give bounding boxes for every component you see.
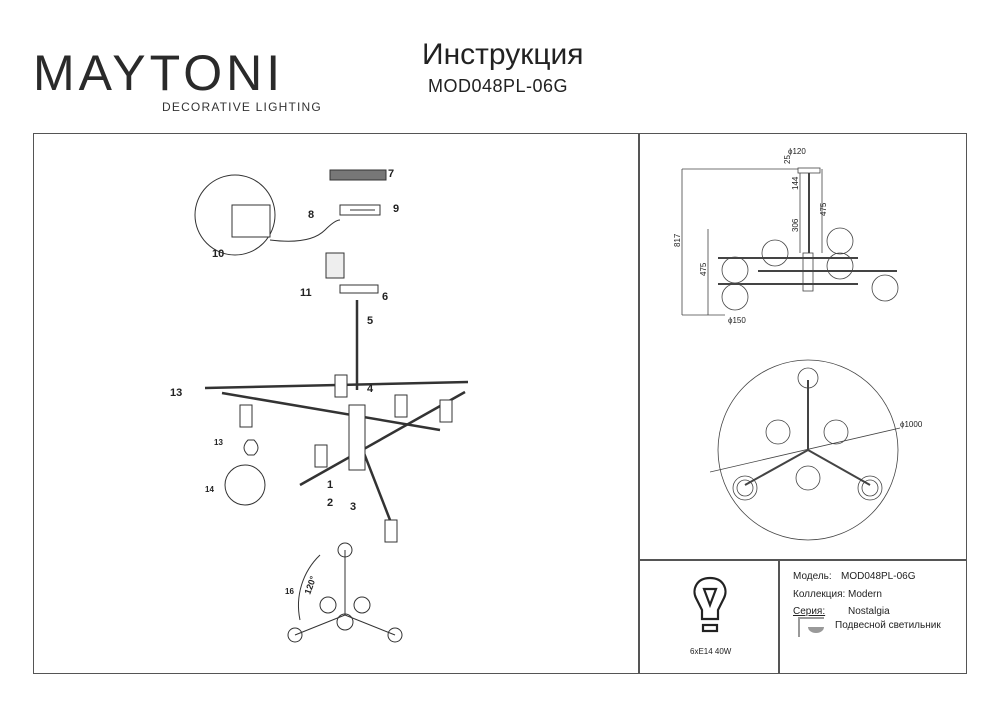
bracket-icon [339,204,381,216]
dim-canopy-height: 25 [783,155,792,164]
side-view-drawing: ϕ120 25 144 306 475 817 475 ϕ150 [673,147,899,325]
collection-value: Modern [848,589,882,600]
divider-vertical [638,133,640,674]
collection-label: Коллекция: [793,589,846,600]
step-label: 8 [308,209,314,221]
divider-info [778,559,780,674]
glass-shade-icon [224,464,266,506]
step-label: 5 [367,315,373,327]
series-label: Серия: [793,606,826,617]
model-value: MOD048PL-06G [841,571,916,582]
pendant-lamp-icon [798,617,824,637]
step-label: 14 [205,485,214,494]
bulb-icon [243,439,259,456]
step-label: 13 [170,387,182,399]
step-label: 10 [212,248,224,260]
dim-shade-diameter: ϕ150 [728,316,746,325]
canopy-icon [339,284,379,294]
dim-rod-total: 475 [819,202,828,216]
step-label: 3 [350,501,356,513]
model-heading: MOD048PL-06G [428,76,569,96]
drawing-frame [33,133,967,674]
dim-rod-top: 144 [791,176,800,190]
step-label: 6 [382,291,388,303]
dim-span-diameter: ϕ1000 [900,420,923,429]
step-label: 13 [214,438,223,447]
step-label: 11 [300,287,312,299]
brand-logo: MAYTONI [33,45,285,101]
step-label: 2 [327,497,333,509]
model-label: Модель: [793,571,832,582]
top-view-drawing: ϕ1000 [710,359,923,541]
mount-bracket-icon [329,169,387,181]
arm-icon [221,391,441,432]
dim-body-height: 475 [699,262,708,276]
dim-canopy-diameter: ϕ120 [788,147,806,156]
dim-total-height: 817 [673,233,682,247]
bulb-icon [693,576,727,633]
hub-icon [348,404,366,471]
top-view-mini [287,542,403,643]
divider-horizontal [638,559,967,561]
bulb-spec: 6xE14 40W [690,647,732,656]
step-label: 1 [327,479,333,491]
document-title: Инструкция [422,38,584,71]
angle-label: 120° [302,574,318,595]
dim-rod-mid: 306 [791,218,800,232]
step-label: 7 [388,168,394,180]
step-label: 9 [393,203,399,215]
arm-icon [299,390,466,487]
terminal-block-icon [325,252,345,279]
step-label: 4 [367,383,374,395]
step-label: 16 [285,587,294,596]
series-value: Nostalgia [848,606,890,617]
brand-tagline: DECORATIVE LIGHTING [162,100,322,114]
assembly-diagram: 1 2 3 4 5 6 7 8 9 10 11 13 13 14 16 120° [170,168,469,643]
fixture-type: Подвесной светильник [835,620,941,631]
